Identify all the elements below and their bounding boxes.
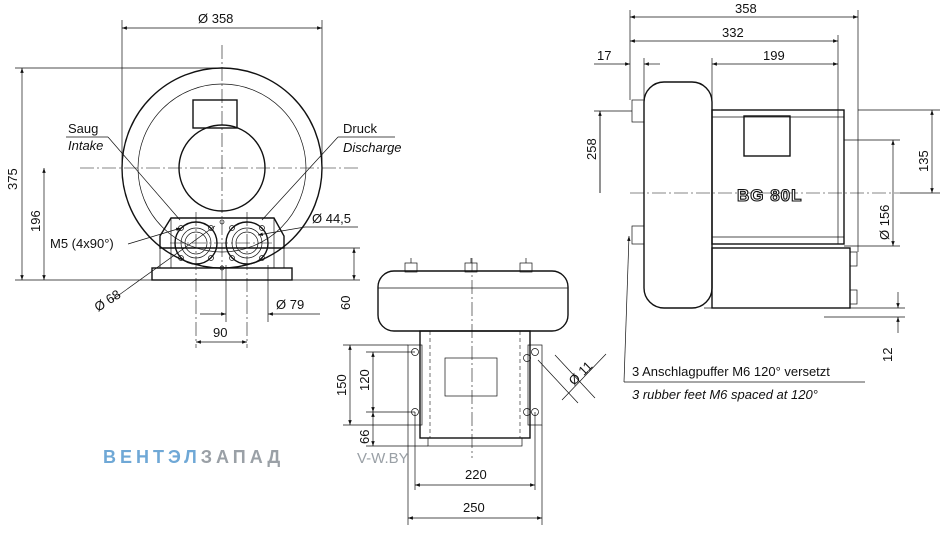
base-plate: [151, 267, 293, 281]
dia-44-5-label: Ø 44,5: [312, 211, 351, 226]
dia-358-label: Ø 358: [198, 11, 233, 26]
watermark: ВЕНТЭЛЗАПАД V-W.BY: [103, 447, 409, 467]
width-220-label: 220: [465, 467, 487, 482]
height-135-label: 135: [916, 150, 931, 172]
height-60-label: 60: [338, 296, 353, 310]
height-258-label: 258: [584, 138, 599, 160]
front-view: Ø 358 375 196 Saug Intake Druck Discharg…: [5, 11, 402, 348]
height-196-label: 196: [28, 210, 43, 232]
intake-label: Intake: [68, 138, 103, 153]
dia-79-label: Ø 79: [276, 297, 304, 312]
watermark-brand-part1: ВЕНТЭЛ: [103, 447, 201, 467]
len-358-label: 358: [735, 1, 757, 16]
side-view: BG 80L 358 332 199 17 258 135: [584, 1, 940, 402]
width-250-label: 250: [463, 500, 485, 515]
saug-label: Saug: [68, 121, 98, 136]
motor-body: [419, 330, 531, 439]
watermark-url: V-W.BY: [357, 450, 409, 467]
rubber-feet-de: 3 Anschlagpuffer M6 120° versetzt: [632, 364, 830, 379]
motor-circle: [178, 124, 266, 212]
side-housing: [643, 81, 713, 309]
height-66-label: 66: [357, 430, 372, 444]
height-12-label: 12: [880, 348, 895, 362]
model-label: BG 80L: [737, 186, 803, 205]
rubber-feet-en: 3 rubber feet M6 spaced at 120°: [632, 387, 818, 402]
side-base: [711, 247, 851, 309]
len-17-label: 17: [597, 48, 611, 63]
len-199-label: 199: [763, 48, 785, 63]
watermark-brand: ВЕНТЭЛЗАПАД: [103, 447, 284, 467]
dia-156-label: Ø 156: [877, 205, 892, 240]
height-150-label: 150: [334, 374, 349, 396]
height-120-label: 120: [357, 369, 372, 391]
discharge-label: Discharge: [343, 140, 402, 155]
m5-label: M5 (4x90°): [50, 236, 114, 251]
terminal-box: [192, 99, 238, 129]
druck-label: Druck: [343, 121, 377, 136]
housing-inner-circle: [137, 83, 307, 253]
len-332-label: 332: [722, 25, 744, 40]
height-375-label: 375: [5, 168, 20, 190]
width-90-label: 90: [213, 325, 227, 340]
watermark-brand-part2: ЗАПАД: [201, 447, 284, 467]
side-motor: [711, 109, 845, 245]
dia-11-label: Ø 11: [566, 358, 596, 388]
bottom-view: 150 120 66 Ø 11 220 250: [334, 258, 607, 525]
dia-68-label: Ø 68: [91, 287, 123, 315]
housing-top: [377, 270, 569, 332]
